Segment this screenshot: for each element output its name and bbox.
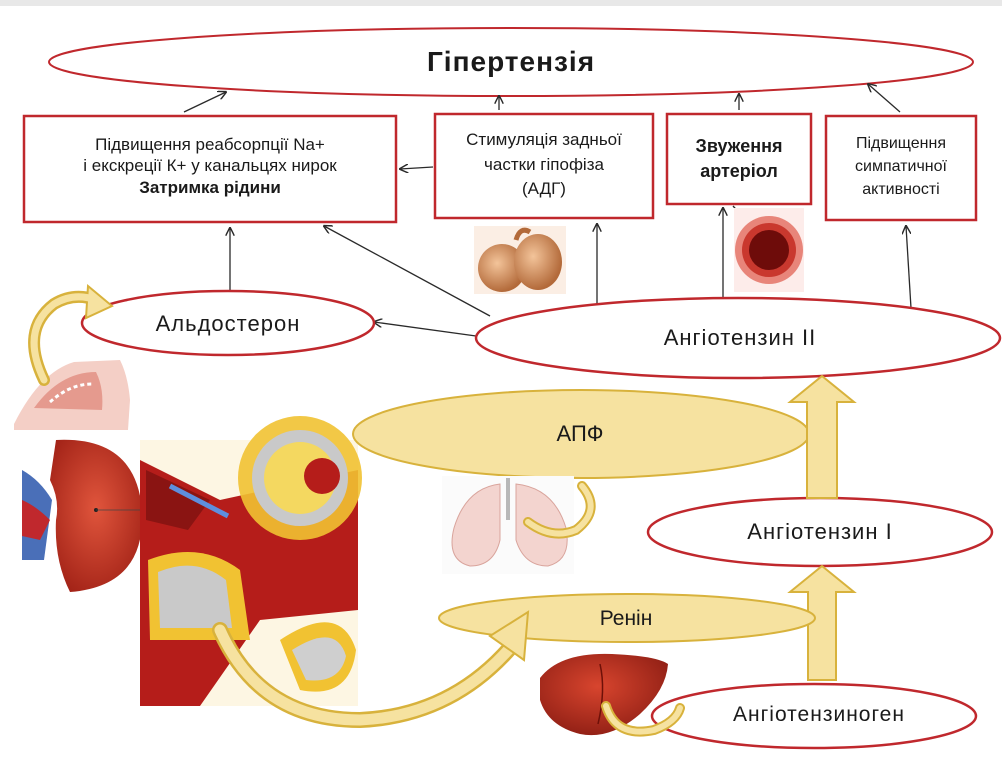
arteriole-box-text: Звуження артеріол bbox=[669, 134, 809, 184]
page-title: Гіпертензія bbox=[311, 44, 711, 79]
arrow-reabsorption-to-hypertension bbox=[184, 92, 226, 112]
reabsorption-box-text: Підвищення реабсорпції Na+ і екскреції К… bbox=[28, 134, 392, 198]
sympathetic-box-text: Підвищення симпатичної активності bbox=[828, 132, 974, 202]
adrenal-gland-icon bbox=[14, 360, 130, 430]
ace-label: АПФ bbox=[500, 420, 660, 448]
angiotensin2-label: Ангіотензин II bbox=[580, 324, 900, 352]
arrow-pituitary-to-reabsorption bbox=[400, 167, 433, 169]
renin-label: Ренін bbox=[556, 606, 696, 632]
pituitary-line-1: Стимуляція задньої bbox=[438, 128, 650, 153]
kidney-icon bbox=[18, 430, 148, 596]
arteriole-line-2: артеріол bbox=[669, 159, 809, 184]
angiotensinogen-label: Ангіотензиноген bbox=[684, 702, 954, 728]
pituitary-line-2: частки гіпофіза bbox=[438, 153, 650, 178]
sympathetic-line-1: Підвищення bbox=[828, 132, 974, 155]
liver-icon bbox=[540, 654, 668, 735]
arteriole-line-1: Звуження bbox=[669, 134, 809, 159]
angiotensin1-label: Ангіотензин I bbox=[680, 518, 960, 546]
arteriole-cross-section-icon bbox=[734, 208, 804, 292]
aldosterone-label: Альдостерон bbox=[100, 310, 356, 338]
sympathetic-line-3: активності bbox=[828, 178, 974, 201]
sympathetic-line-2: симпатичної bbox=[828, 155, 974, 178]
reabsorption-line-2: і екскреції К+ у канальцях нирок bbox=[28, 155, 392, 176]
reabsorption-line-3: Затримка рідини bbox=[28, 177, 392, 198]
nephron-icon bbox=[140, 416, 362, 706]
arrow-sympathetic-to-hypertension bbox=[868, 84, 900, 112]
pituitary-icon bbox=[474, 226, 566, 294]
arrow-ang2-to-reabsorption bbox=[324, 226, 490, 316]
pituitary-box-text: Стимуляція задньої частки гіпофіза (АДГ) bbox=[438, 128, 650, 202]
reabsorption-line-1: Підвищення реабсорпції Na+ bbox=[28, 134, 392, 155]
pituitary-line-3: (АДГ) bbox=[438, 177, 650, 202]
arrow-ang2-to-aldosterone bbox=[374, 322, 476, 336]
arrow-ang2-to-sympathetic bbox=[906, 226, 911, 308]
lungs-icon bbox=[442, 476, 574, 574]
